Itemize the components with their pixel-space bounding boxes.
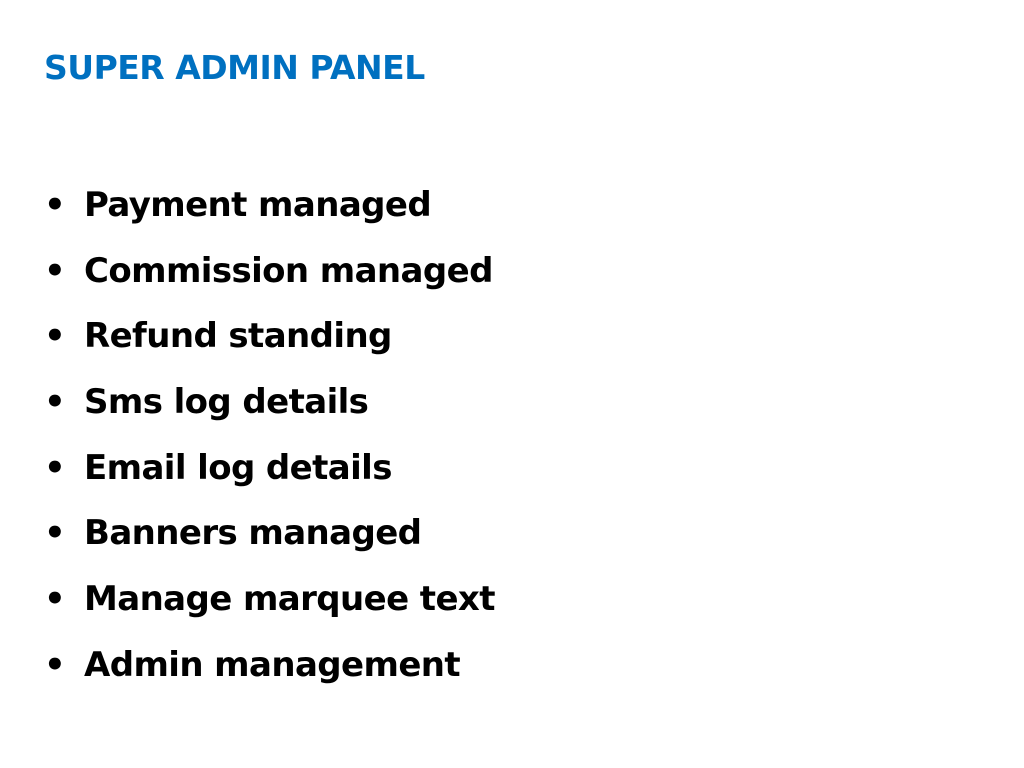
bullet-icon: • [44, 644, 66, 685]
list-item-label: Commission managed [84, 250, 493, 291]
bullet-icon: • [44, 250, 66, 291]
bullet-icon: • [44, 447, 66, 488]
list-item-label: Admin management [84, 644, 461, 685]
list-item: • Payment managed [44, 172, 495, 238]
bullet-icon: • [44, 513, 66, 554]
list-item-label: Payment managed [84, 184, 432, 225]
slide-title: SUPER ADMIN PANEL [44, 48, 425, 87]
bullet-icon: • [44, 184, 66, 225]
bullet-list: • Payment managed • Commission managed •… [44, 172, 496, 698]
list-item-label: Banners managed [84, 513, 422, 554]
list-item-label: Manage marquee text [84, 578, 496, 619]
bullet-icon: • [44, 578, 66, 619]
list-item: • Sms log details [44, 369, 495, 435]
list-item: • Manage marquee text [44, 566, 496, 632]
list-item-label: Sms log details [84, 381, 369, 422]
list-item: • Commission managed [44, 238, 495, 304]
list-item: • Email log details [44, 435, 495, 501]
list-item: • Admin management [44, 632, 495, 698]
bullet-icon: • [44, 316, 66, 357]
list-item: • Refund standing [44, 303, 495, 369]
list-item-label: Email log details [84, 447, 392, 488]
list-item-label: Refund standing [84, 316, 392, 357]
bullet-icon: • [44, 381, 66, 422]
list-item: • Banners managed [44, 500, 495, 566]
